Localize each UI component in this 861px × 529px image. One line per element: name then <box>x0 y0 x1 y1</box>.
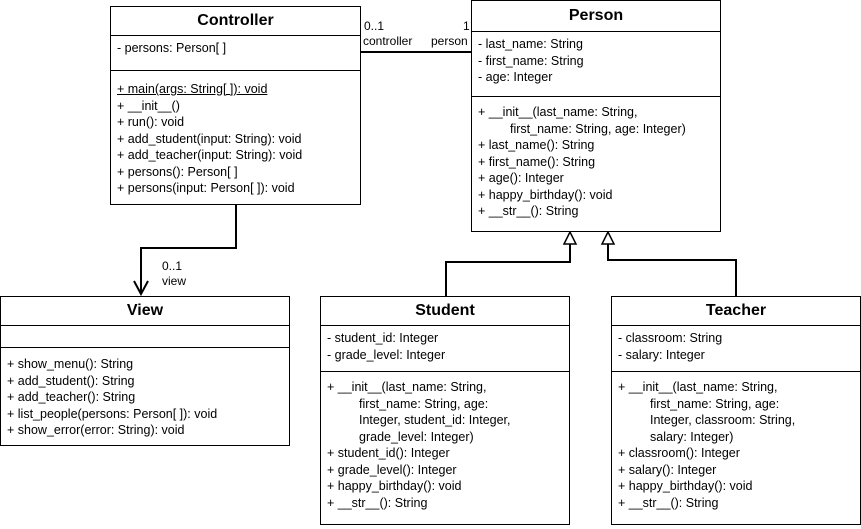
class-teacher: Teacher - classroom: String - salary: Int… <box>611 296 861 525</box>
operation: + first_name(): String <box>478 154 596 169</box>
operation: + happy_birthday(): void <box>327 479 462 493</box>
operations-compartment: + show_menu(): String + add_student(): St… <box>1 348 289 439</box>
operation: + __str__(): String <box>327 495 428 510</box>
attributes-compartment <box>1 326 289 348</box>
operation-continuation: grade_level: Integer) <box>359 429 474 444</box>
class-person: Person - last_name: String - first_name: … <box>471 0 721 232</box>
attribute: - age: Integer <box>478 70 553 84</box>
operation: + age(): Integer <box>478 171 564 185</box>
generalization-student-person <box>445 244 571 296</box>
operation: + persons(): Person[ ] <box>117 164 238 179</box>
attribute: - student_id: Integer <box>327 331 439 345</box>
association-controller-view <box>140 204 237 294</box>
class-controller: Controller - persons: Person[ ] + main(a… <box>110 6 361 205</box>
attributes-compartment: - last_name: String - first_name: String -… <box>472 32 720 97</box>
attributes-compartment: - classroom: String - salary: Integer <box>612 326 860 372</box>
operation: + run(): void <box>117 115 185 129</box>
operation: + show_menu(): String <box>7 357 134 371</box>
class-name: Person <box>472 1 720 32</box>
operation: + add_teacher(): String <box>7 390 136 404</box>
class-name: Controller <box>111 7 360 36</box>
operation: + persons(input: Person[ ]): void <box>117 181 295 195</box>
operation: + add_student(): String <box>7 373 135 388</box>
operation: + main(args: String[ ]): void <box>117 82 268 96</box>
operation-continuation: first_name: String, age: <box>650 396 780 411</box>
class-name: View <box>1 297 289 326</box>
operations-compartment: + __init__(last_name: String, first_name:… <box>612 372 860 511</box>
class-view: View + show_menu(): String + add_student(… <box>0 296 290 446</box>
person-multiplicity-label: 1 <box>463 19 470 33</box>
class-name: Teacher <box>612 297 860 326</box>
operation-continuation: Integer, student_id: Integer, <box>359 413 511 427</box>
operation: + student_id(): Integer <box>327 446 450 460</box>
attribute: - salary: Integer <box>618 347 705 362</box>
operation-continuation: first_name: String, age: Integer) <box>510 121 686 136</box>
operation: + happy_birthday(): void <box>478 187 613 202</box>
operation: + __init__() <box>117 98 180 113</box>
operation: + classroom(): Integer <box>618 446 740 460</box>
operations-compartment: + __init__(last_name: String, first_name:… <box>472 97 720 220</box>
operation: + __init__(last_name: String, <box>618 380 778 394</box>
controller-multiplicity-label: 0..1 <box>364 19 385 33</box>
attribute: - first_name: String <box>478 53 584 68</box>
navigability-arrowhead <box>133 280 149 297</box>
operation: + salary(): Integer <box>618 462 717 477</box>
operation: + __str__(): String <box>618 495 719 510</box>
generalization-triangle-student <box>562 230 578 245</box>
view-multiplicity-label: 0..1 <box>162 259 183 273</box>
operation: + __init__(last_name: String, <box>327 380 487 394</box>
operation: + __str__(): String <box>478 204 579 218</box>
class-student: Student - student_id: Integer - grade_lev… <box>320 296 570 525</box>
operation-continuation: first_name: String, age: <box>359 396 489 411</box>
operation: + grade_level(): Integer <box>327 462 457 477</box>
operation-continuation: salary: Integer) <box>650 429 734 444</box>
attributes-compartment: - student_id: Integer - grade_level: Inte… <box>321 326 569 372</box>
operation: + __init__(last_name: String, <box>478 105 638 119</box>
attribute: - classroom: String <box>618 331 723 345</box>
class-name: Student <box>321 297 569 326</box>
operation: + add_teacher(input: String): void <box>117 148 303 162</box>
controller-role-label: controller <box>363 34 413 48</box>
attribute: - persons: Person[ ] <box>117 41 227 55</box>
operations-compartment: + __init__(last_name: String, first_name:… <box>321 372 569 511</box>
view-role-label: view <box>162 274 187 288</box>
operation: + show_error(error: String): void <box>7 423 185 437</box>
attributes-compartment: - persons: Person[ ] <box>111 36 360 71</box>
generalization-triangle-teacher <box>600 230 616 245</box>
operation-continuation: Integer, classroom: String, <box>650 413 796 427</box>
attribute: - last_name: String <box>478 37 583 51</box>
operation: + add_student(input: String): void <box>117 131 302 146</box>
generalization-teacher-person <box>607 244 737 296</box>
attribute: - grade_level: Integer <box>327 347 446 362</box>
operation: + happy_birthday(): void <box>618 479 753 493</box>
operations-compartment: + main(args: String[ ]): void + __init__(… <box>111 71 360 197</box>
operation: + last_name(): String <box>478 138 595 152</box>
operation: + list_people(persons: Person[ ]): void <box>7 406 218 421</box>
person-role-label: person <box>431 34 468 48</box>
